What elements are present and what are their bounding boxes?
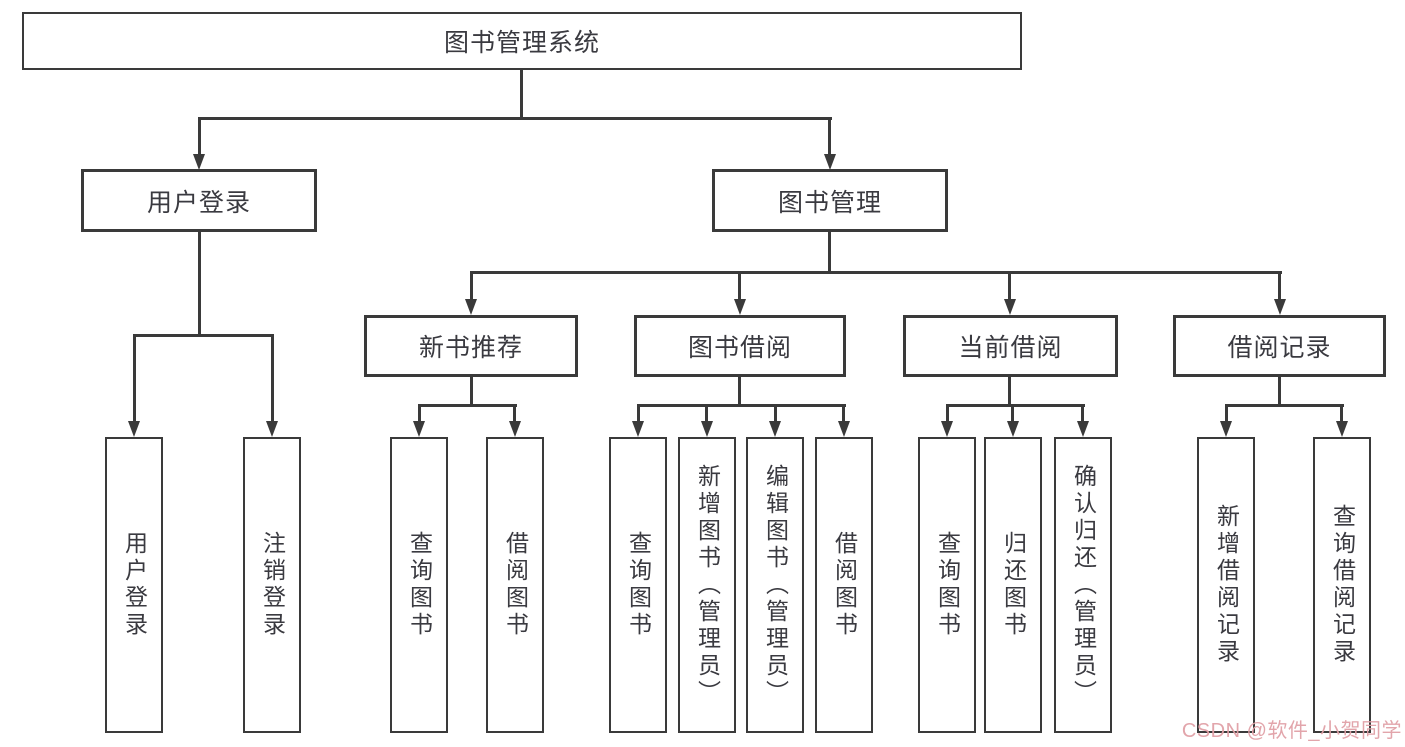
arrowhead-down-icon [1077, 421, 1089, 437]
node-label: 查询图书 [406, 531, 433, 639]
arrowhead-down-icon [1274, 299, 1286, 315]
node-borrow-books: 借阅图书 [815, 437, 873, 733]
connector-segment [418, 404, 517, 407]
connector-segment [198, 232, 201, 335]
connector-segment [828, 232, 831, 273]
connector-segment [1081, 404, 1084, 422]
node-label: 借阅图书 [502, 531, 529, 639]
node-label: 查询图书 [934, 531, 961, 639]
arrowhead-down-icon [632, 421, 644, 437]
connector-segment [470, 271, 473, 300]
node-user-login-leaf: 用户登录 [105, 437, 163, 733]
node-label: 查询图书 [625, 531, 652, 639]
connector-segment [738, 271, 741, 300]
connector-segment [1225, 404, 1344, 407]
arrowhead-down-icon [941, 421, 953, 437]
arrowhead-down-icon [128, 421, 140, 437]
node-label: 新增借阅记录 [1213, 504, 1240, 666]
node-label: 新增图书（管理员） [694, 463, 721, 707]
connector-segment [738, 377, 741, 406]
arrowhead-down-icon [1007, 421, 1019, 437]
node-borrowing-records: 借阅记录 [1173, 315, 1386, 377]
arrowhead-down-icon [824, 154, 836, 170]
connector-segment [637, 404, 640, 422]
node-label: 查询借阅记录 [1329, 504, 1356, 666]
arrowhead-down-icon [1220, 421, 1232, 437]
connector-segment [946, 404, 1085, 407]
connector-segment [513, 404, 516, 422]
connector-segment [1011, 404, 1014, 422]
watermark-text: CSDN @软件_小贺同学 [1181, 720, 1402, 742]
node-label: 当前借阅 [958, 334, 1063, 362]
node-new-book-recommend: 新书推荐 [364, 315, 578, 377]
node-label: 归还图书 [1000, 531, 1027, 639]
connector-segment [1225, 404, 1228, 422]
node-user-login: 用户登录 [81, 169, 317, 232]
node-add-books-admin: 新增图书（管理员） [678, 437, 736, 733]
node-label: 图书管理系统 [443, 29, 600, 57]
node-current-borrowing: 当前借阅 [903, 315, 1118, 377]
connector-segment [842, 404, 845, 422]
node-return-books: 归还图书 [984, 437, 1042, 733]
node-label: 借阅图书 [831, 531, 858, 639]
connector-segment [470, 271, 1282, 274]
node-label: 确认归还（管理员） [1070, 463, 1097, 707]
arrowhead-down-icon [193, 154, 205, 170]
connector-segment [271, 334, 274, 421]
connector-segment [1008, 377, 1011, 406]
node-label: 注销登录 [259, 531, 286, 639]
node-add-borrow-record: 新增借阅记录 [1197, 437, 1255, 733]
connector-segment [198, 117, 832, 120]
connector-segment [705, 404, 708, 422]
arrowhead-down-icon [1004, 299, 1016, 315]
node-label: 图书借阅 [687, 334, 792, 362]
node-query-books: 查询图书 [609, 437, 667, 733]
node-book-management: 图书管理 [712, 169, 948, 232]
arrowhead-down-icon [701, 421, 713, 437]
node-book-borrowing: 图书借阅 [634, 315, 846, 377]
connector-segment [1278, 271, 1281, 300]
arrowhead-down-icon [465, 299, 477, 315]
arrowhead-down-icon [413, 421, 425, 437]
node-label: 编辑图书（管理员） [762, 463, 789, 707]
connector-segment [1278, 377, 1281, 406]
node-borrow-books: 借阅图书 [486, 437, 544, 733]
node-label: 图书管理 [777, 188, 882, 217]
arrowhead-down-icon [769, 421, 781, 437]
node-logout: 注销登录 [243, 437, 301, 733]
connector-segment [133, 334, 136, 421]
node-label: 借阅记录 [1227, 334, 1332, 362]
connector-segment [637, 404, 846, 407]
arrowhead-down-icon [1336, 421, 1348, 437]
arrowhead-down-icon [266, 421, 278, 437]
connector-segment [774, 404, 777, 422]
node-query-books: 查询图书 [918, 437, 976, 733]
node-edit-books-admin: 编辑图书（管理员） [746, 437, 804, 733]
connector-segment [520, 70, 523, 118]
connector-segment [828, 117, 831, 157]
arrowhead-down-icon [734, 299, 746, 315]
arrowhead-down-icon [838, 421, 850, 437]
node-query-borrow-record: 查询借阅记录 [1313, 437, 1371, 733]
connector-segment [946, 404, 949, 422]
connector-segment [1008, 271, 1011, 300]
connector-segment [198, 117, 201, 157]
connector-segment [470, 377, 473, 406]
connector-segment [133, 334, 274, 337]
node-confirm-return-admin: 确认归还（管理员） [1054, 437, 1112, 733]
node-query-books: 查询图书 [390, 437, 448, 733]
node-label: 新书推荐 [418, 334, 523, 362]
arrowhead-down-icon [509, 421, 521, 437]
node-label: 用户登录 [121, 531, 148, 639]
connector-segment [1340, 404, 1343, 422]
node-library-management-system: 图书管理系统 [22, 12, 1022, 70]
connector-segment [418, 404, 421, 422]
node-label: 用户登录 [146, 188, 251, 217]
